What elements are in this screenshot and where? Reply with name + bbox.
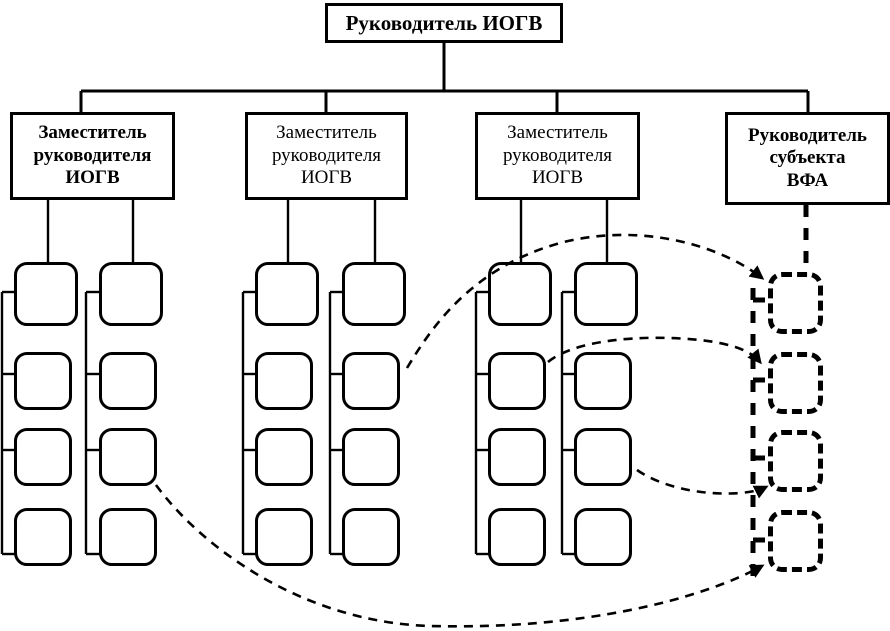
vfa-subject-box-1[interactable] [768,272,823,334]
node-head-of-iogv[interactable]: Руководитель ИОГВ [325,3,563,43]
unit-box-g2-right-r2[interactable] [342,352,400,410]
flow-arrow-group2-right-row2-to-vfa-1 [405,233,765,369]
unit-box-g2-right-r4[interactable] [342,508,400,566]
node-level2-4[interactable]: Руководитель субъекта ВФА [725,112,890,205]
unit-box-g3-left-r3[interactable] [488,428,546,486]
node-level2-2[interactable]: Заместитель руководителя ИОГВ [245,112,408,200]
vfa-flow-arrows [154,233,769,628]
vfa-subject-box-3[interactable] [768,430,823,492]
top-bus-connectors [79,43,810,112]
unit-box-g1-left-r3[interactable] [14,428,72,486]
unit-box-g2-left-r2[interactable] [255,352,313,410]
unit-box-g3-left-r4[interactable] [488,508,546,566]
node-level2-2-label: Заместитель руководителя ИОГВ [271,122,382,189]
node-level2-4-label: Руководитель субъекта ВФА [748,124,867,191]
unit-box-g1-right-r1[interactable] [99,262,163,326]
vfa-dashed-spine [750,205,809,580]
node-level2-3-label: Заместитель руководителя ИОГВ [502,122,613,189]
unit-column-spines [0,200,609,556]
unit-box-g2-left-r4[interactable] [255,508,313,566]
node-head-of-iogv-label: Руководитель ИОГВ [345,10,543,35]
node-level2-1-label: Заместитель руководителя ИОГВ [33,122,152,189]
vfa-subject-box-2[interactable] [768,352,823,414]
flow-arrow-group3-right-row3-to-vfa-3 [636,468,769,499]
vfa-subject-box-4[interactable] [768,510,823,572]
unit-box-g1-right-r3[interactable] [99,428,157,486]
unit-box-g1-left-r2[interactable] [14,352,72,410]
unit-box-g1-right-r4[interactable] [99,508,157,566]
unit-box-g1-left-r1[interactable] [14,262,78,326]
unit-box-g3-right-r2[interactable] [574,352,632,410]
unit-box-g3-left-r2[interactable] [488,352,546,410]
node-level2-3[interactable]: Заместитель руководителя ИОГВ [475,112,640,200]
unit-box-g3-right-r3[interactable] [574,428,632,486]
flow-arrow-group1-right-row3-to-vfa-4 [154,484,765,628]
unit-box-g1-right-r2[interactable] [99,352,157,410]
flow-arrow-group3-left-row2-to-vfa-2 [547,336,762,365]
node-level2-1[interactable]: Заместитель руководителя ИОГВ [10,112,175,200]
unit-box-g3-right-r4[interactable] [574,508,632,566]
unit-box-g1-left-r4[interactable] [14,508,72,566]
unit-box-g3-left-r1[interactable] [488,262,552,326]
unit-box-g2-left-r3[interactable] [255,428,313,486]
unit-box-g2-right-r1[interactable] [342,262,406,326]
unit-box-g2-left-r1[interactable] [255,262,319,326]
unit-box-g3-right-r1[interactable] [574,262,638,326]
unit-box-g2-right-r3[interactable] [342,428,400,486]
